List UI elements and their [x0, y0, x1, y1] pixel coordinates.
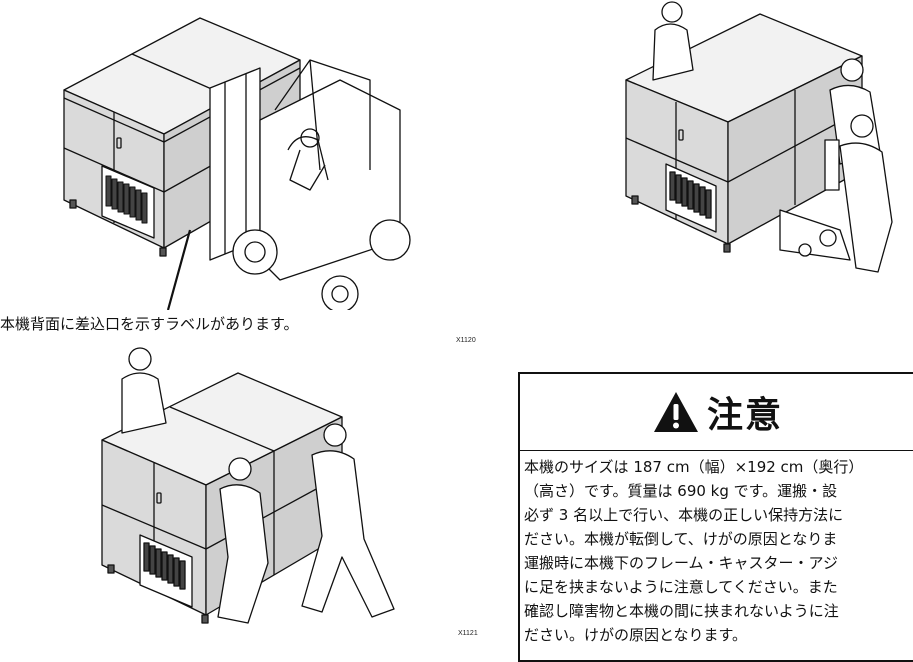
warning-triangle-icon	[653, 392, 698, 432]
caution-line: 本機のサイズは 187 cm（幅）×192 cm（奥行）	[524, 458, 864, 476]
manual-carry-illustration	[101, 347, 395, 624]
figure-id-x1120: X1120	[456, 337, 476, 344]
caution-box: 注意 本機のサイズは 187 cm（幅）×192 cm（奥行） （高さ）です。質…	[518, 372, 913, 662]
label-location-note: 本機背面に差込口を示すラベルがあります。	[0, 315, 299, 333]
caution-title: 注意	[706, 395, 783, 436]
caution-header: 注意	[520, 374, 913, 451]
caution-line: 運搬時に本機下のフレーム・キャスター・アジ	[524, 554, 838, 572]
caution-line: に足を挟まないように注意してください。また	[524, 578, 838, 596]
caution-line: 必ず 3 名以上で行い、本機の正しい保持方法に	[524, 506, 844, 524]
caution-line: 確認し障害物と本機の間に挟まれないように注	[524, 602, 839, 620]
caution-line: ださい。本機が転倒して、けがの原因となりま	[524, 530, 838, 548]
forklift-illustration	[63, 17, 411, 310]
figure-id-x1121: X1121	[458, 630, 478, 637]
caution-text: 本機のサイズは 187 cm（幅）×192 cm（奥行） （高さ）です。質量は …	[520, 451, 913, 647]
caution-line: ださい。けがの原因となります。	[524, 626, 748, 644]
caution-line: （高さ）です。質量は 690 kg です。運搬・設	[524, 482, 838, 500]
pallet-jack-illustration	[625, 1, 893, 273]
